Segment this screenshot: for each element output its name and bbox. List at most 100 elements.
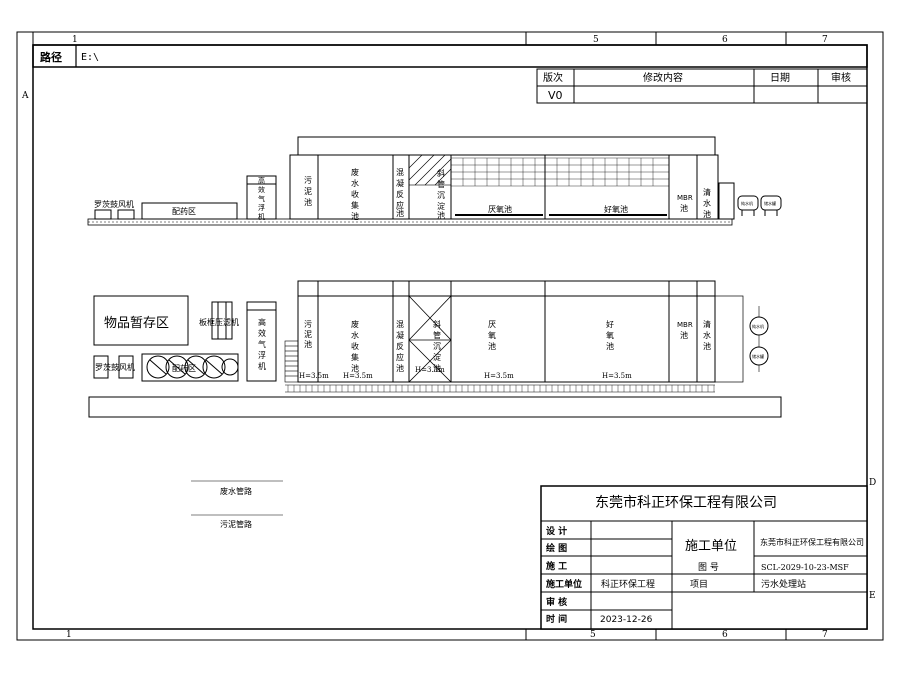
row-letter-e: E [869,591,876,601]
svg-text:池: 池 [680,203,688,213]
svg-text:池: 池 [304,339,312,349]
svg-text:池: 池 [606,341,614,351]
svg-text:池: 池 [351,211,359,221]
svg-text:气: 气 [258,339,266,349]
svg-text:淀: 淀 [433,352,441,362]
svg-text:泥: 泥 [304,330,312,339]
svg-text:收: 收 [351,341,359,351]
svg-text:效: 效 [258,328,266,338]
svg-text:池: 池 [437,210,445,220]
svg-text:厌: 厌 [488,320,496,329]
svg-text:混: 混 [396,320,404,329]
title-row-label-time: 时 间 [546,613,567,625]
svg-text:MBR: MBR [677,194,693,202]
svg-text:应: 应 [396,352,404,362]
legend-wastewater: 废水管路 [220,486,252,496]
project-label: 项目 [690,579,708,590]
plan-storage-area: 物品暂存区 [93,295,189,346]
svg-text:气: 气 [258,194,265,203]
svg-text:废: 废 [351,167,359,177]
title-row-label-review: 审 核 [546,596,567,608]
svg-text:浮: 浮 [258,350,266,360]
svg-text:池: 池 [396,363,404,373]
col-number-bottom-1: 1 [66,630,72,640]
title-row-label-unit: 施工单位 [546,578,582,590]
pipe-legend: 废水管路 污泥管路 [191,480,283,529]
col-number-bottom-5: 5 [590,630,596,640]
svg-text:储水罐: 储水罐 [752,353,764,359]
svg-text:机: 机 [258,361,266,371]
svg-text:好: 好 [606,319,614,329]
title-row-label-draw: 绘 图 [546,542,567,554]
project-value: 污水处理站 [761,578,806,590]
path-label: 路径 [40,50,62,64]
drawing-no-value: SCL-2029-10-23-MSF [761,563,849,572]
svg-text:水: 水 [703,330,711,340]
svg-text:高: 高 [258,317,266,327]
svg-text:反: 反 [396,189,404,199]
elevation-tank-block [289,154,719,220]
svg-text:收: 收 [351,189,359,199]
plan-bottom-pipe [285,384,715,393]
plan-heights: H=3.5m H=3.5m H=3.5m H=3.5m H=3.5m [299,366,632,380]
svg-text:池: 池 [703,209,711,219]
svg-text:罗茨鼓风机: 罗茨鼓风机 [94,199,134,209]
plan-base-slab [88,396,782,418]
frame-markers: 1 5 6 7 1 5 6 7 A D E [21,32,876,640]
svg-text:配药区: 配药区 [172,206,196,216]
svg-text:泥: 泥 [304,187,312,196]
elevation-aerobic-media [544,157,670,187]
elevation-daf: 高 效 气 浮 机 [246,175,277,221]
elevation-view: 罗茨鼓风机 配药区 高 效 气 浮 机 [87,136,782,226]
elev-label-sludge-1: 污 [304,175,312,185]
plan-tank-inner [297,295,744,383]
unit-value: 东莞市科正环保工程有限公司 [760,537,864,547]
svg-text:池: 池 [680,330,688,340]
plan-right-tanks: 纯水机 储水罐 [749,306,769,372]
elevation-dosing-area: 配药区 [141,202,238,220]
svg-text:集: 集 [351,200,359,210]
svg-text:集: 集 [351,352,359,362]
svg-text:清: 清 [703,187,711,197]
svg-text:物品暂存区: 物品暂存区 [104,316,169,331]
revision-header-version: 版次 [543,71,563,84]
elevation-aerators [455,214,667,216]
col-number-top-5: 5 [593,35,599,45]
svg-text:储水罐: 储水罐 [764,200,776,206]
plan-dosing-area [141,353,239,382]
company-name: 东莞市科正环保工程有限公司 [595,494,777,511]
title-row-label-construct: 施 工 [546,560,567,572]
svg-text:浮: 浮 [258,203,265,212]
svg-text:池: 池 [703,341,711,351]
row-letter-d: D [869,478,876,488]
svg-text:水: 水 [351,330,359,340]
col-number-top-6: 6 [722,35,728,45]
svg-text:水: 水 [703,198,711,208]
height-collection: H=3.5m [343,372,373,380]
revision-table: 版次 修改内容 日期 审核 V0 [536,68,868,104]
svg-text:池: 池 [488,341,496,351]
elevation-blower: 罗茨鼓风机 [94,199,135,220]
elevation-anoxic-media [450,157,546,187]
elev-label-aerobic: 好氧池 [604,204,628,214]
col-number-bottom-6: 6 [722,630,728,640]
svg-text:沉: 沉 [433,342,441,351]
svg-text:管: 管 [437,179,445,189]
legend-sludge: 污泥管路 [220,519,252,529]
height-aerobic: H=3.5m [602,372,632,380]
path-bar: 路径 E:\ [32,44,868,68]
revision-header-date: 日期 [770,72,790,84]
svg-text:管: 管 [433,330,441,340]
svg-text:氧: 氧 [606,330,614,340]
svg-text:斜: 斜 [437,168,445,178]
title-block: 东莞市科正环保工程有限公司 设 计 绘 图 施 工 施工单位 审 核 时 间 科… [540,485,868,630]
height-sludge: H=3.5m [299,372,329,380]
height-settling: H=3.5m [415,366,445,374]
plan-daf: 高 效 气 浮 机 [246,301,277,382]
svg-text:应: 应 [396,200,404,210]
svg-text:罗茨鼓风机: 罗茨鼓风机 [95,362,135,372]
elev-label-anoxic: 厌氧池 [488,204,512,214]
svg-text:水: 水 [351,178,359,188]
plan-settling-cross [408,295,452,383]
